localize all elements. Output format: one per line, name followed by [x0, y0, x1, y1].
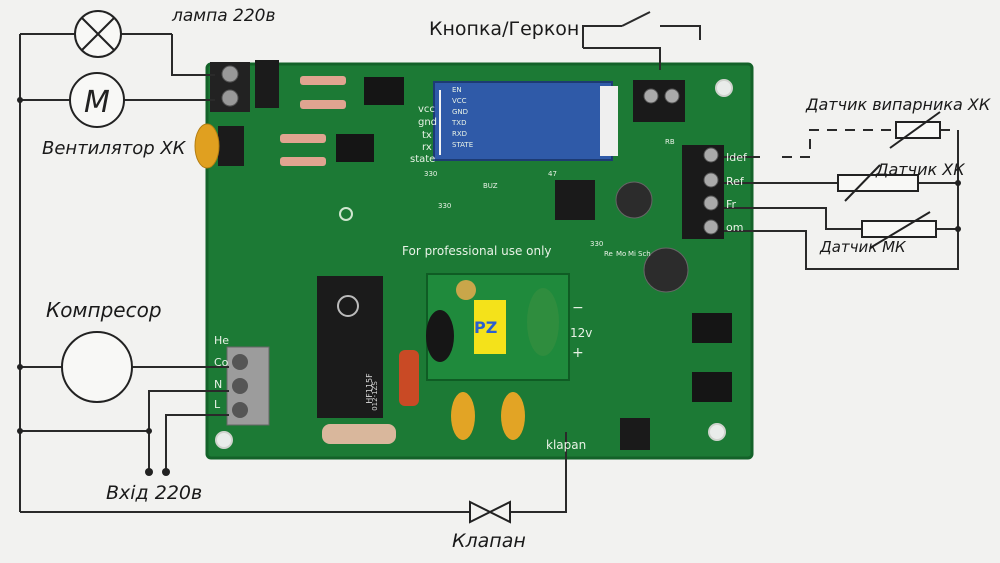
rb-mark: RB — [665, 138, 675, 146]
evap-sensor-wire — [782, 129, 958, 158]
terminal-fr: Fr — [726, 198, 737, 211]
label-evap-sensor: Датчик випарника ХК — [806, 95, 991, 114]
junction-dots — [17, 97, 961, 476]
capacitor-red — [399, 350, 419, 406]
psu-minus: − — [572, 300, 584, 316]
label-fan: Вентилятор ХК — [42, 138, 186, 159]
board-notice: For professional use only — [402, 244, 552, 258]
label-input: Вхід 220в — [106, 482, 203, 504]
bt-module-state: STATE — [452, 141, 474, 149]
bt-pin-tx: tx — [422, 130, 432, 141]
label-lamp: лампа 220в — [172, 6, 276, 26]
mount-hole — [215, 431, 233, 449]
thermistor-symbols — [837, 111, 941, 249]
terminal-he: He — [214, 334, 230, 347]
bluetooth-module — [433, 81, 618, 161]
terminal-l: L — [214, 398, 221, 411]
compressor-symbol — [61, 331, 133, 403]
label-button: Кнопка/Геркон — [429, 18, 580, 40]
capacitor-electrolytic — [643, 247, 689, 293]
capacitor-yellow — [194, 123, 220, 169]
bt-pin-rx: rx — [422, 142, 432, 153]
terminal-om: om — [726, 221, 744, 234]
resistor-mark: 330 — [438, 202, 452, 210]
ic-chip — [692, 313, 732, 343]
bt-module-en: EN — [452, 86, 462, 94]
label-valve: Клапан — [452, 530, 526, 552]
psu-plus: + — [572, 345, 584, 361]
buz-mark: BUZ — [483, 182, 498, 190]
mount-hole — [339, 207, 353, 221]
terminal-mains — [226, 346, 270, 426]
header-mi: Mi — [628, 250, 636, 258]
psu-badge: PZ — [474, 318, 498, 337]
bt-pin-gnd: gnd — [418, 117, 438, 128]
relay-code: 012-1ZS — [370, 381, 379, 411]
header-sch: Sch — [638, 250, 651, 258]
header-mo: Mo — [616, 250, 627, 258]
psu-module — [426, 273, 570, 381]
microcontroller — [555, 180, 595, 220]
ic-mark: 47 — [548, 170, 557, 178]
resistor-large — [322, 424, 396, 444]
header-re: Re — [604, 250, 613, 258]
capacitor-yellow — [451, 392, 475, 440]
label-hk-sensor: Датчик ХК — [876, 160, 965, 179]
psu-voltage: 12v — [570, 326, 593, 340]
bt-pin-state: state — [410, 154, 436, 165]
transistor — [620, 418, 650, 450]
terminal-ref: Ref — [726, 175, 744, 188]
resistor-mark: 330 — [590, 240, 604, 248]
mount-hole — [715, 79, 733, 97]
label-mk-sensor: Датчик МК — [820, 238, 906, 256]
ic-chip — [692, 372, 732, 402]
terminal-n: N — [214, 378, 223, 391]
terminal-co: Co — [214, 356, 229, 369]
motor-symbol: M — [69, 72, 125, 128]
bt-module-rxd: RXD — [452, 130, 468, 138]
mount-hole — [708, 423, 726, 441]
terminal-idef: Idef — [726, 151, 747, 164]
terminal-top-left — [210, 60, 279, 166]
capacitor-yellow — [501, 392, 525, 440]
relay — [317, 276, 383, 418]
resistors-top — [280, 76, 404, 166]
valve-mark: klapan — [546, 438, 587, 452]
bt-module-gnd: GND — [452, 108, 469, 116]
terminal-sensors — [682, 145, 724, 239]
bt-module-txd: TXD — [452, 119, 467, 127]
lamp-symbol — [74, 10, 122, 58]
wires — [19, 11, 959, 513]
bt-module-vcc: VCC — [452, 97, 467, 105]
terminal-button — [633, 80, 685, 122]
label-compressor: Компресор — [46, 298, 162, 322]
resistor-mark: 330 — [424, 170, 438, 178]
motor-letter: M — [84, 85, 110, 120]
bt-pin-vcc: vcc — [418, 104, 435, 115]
valve-symbol — [469, 500, 511, 524]
capacitor-electrolytic — [615, 181, 653, 219]
